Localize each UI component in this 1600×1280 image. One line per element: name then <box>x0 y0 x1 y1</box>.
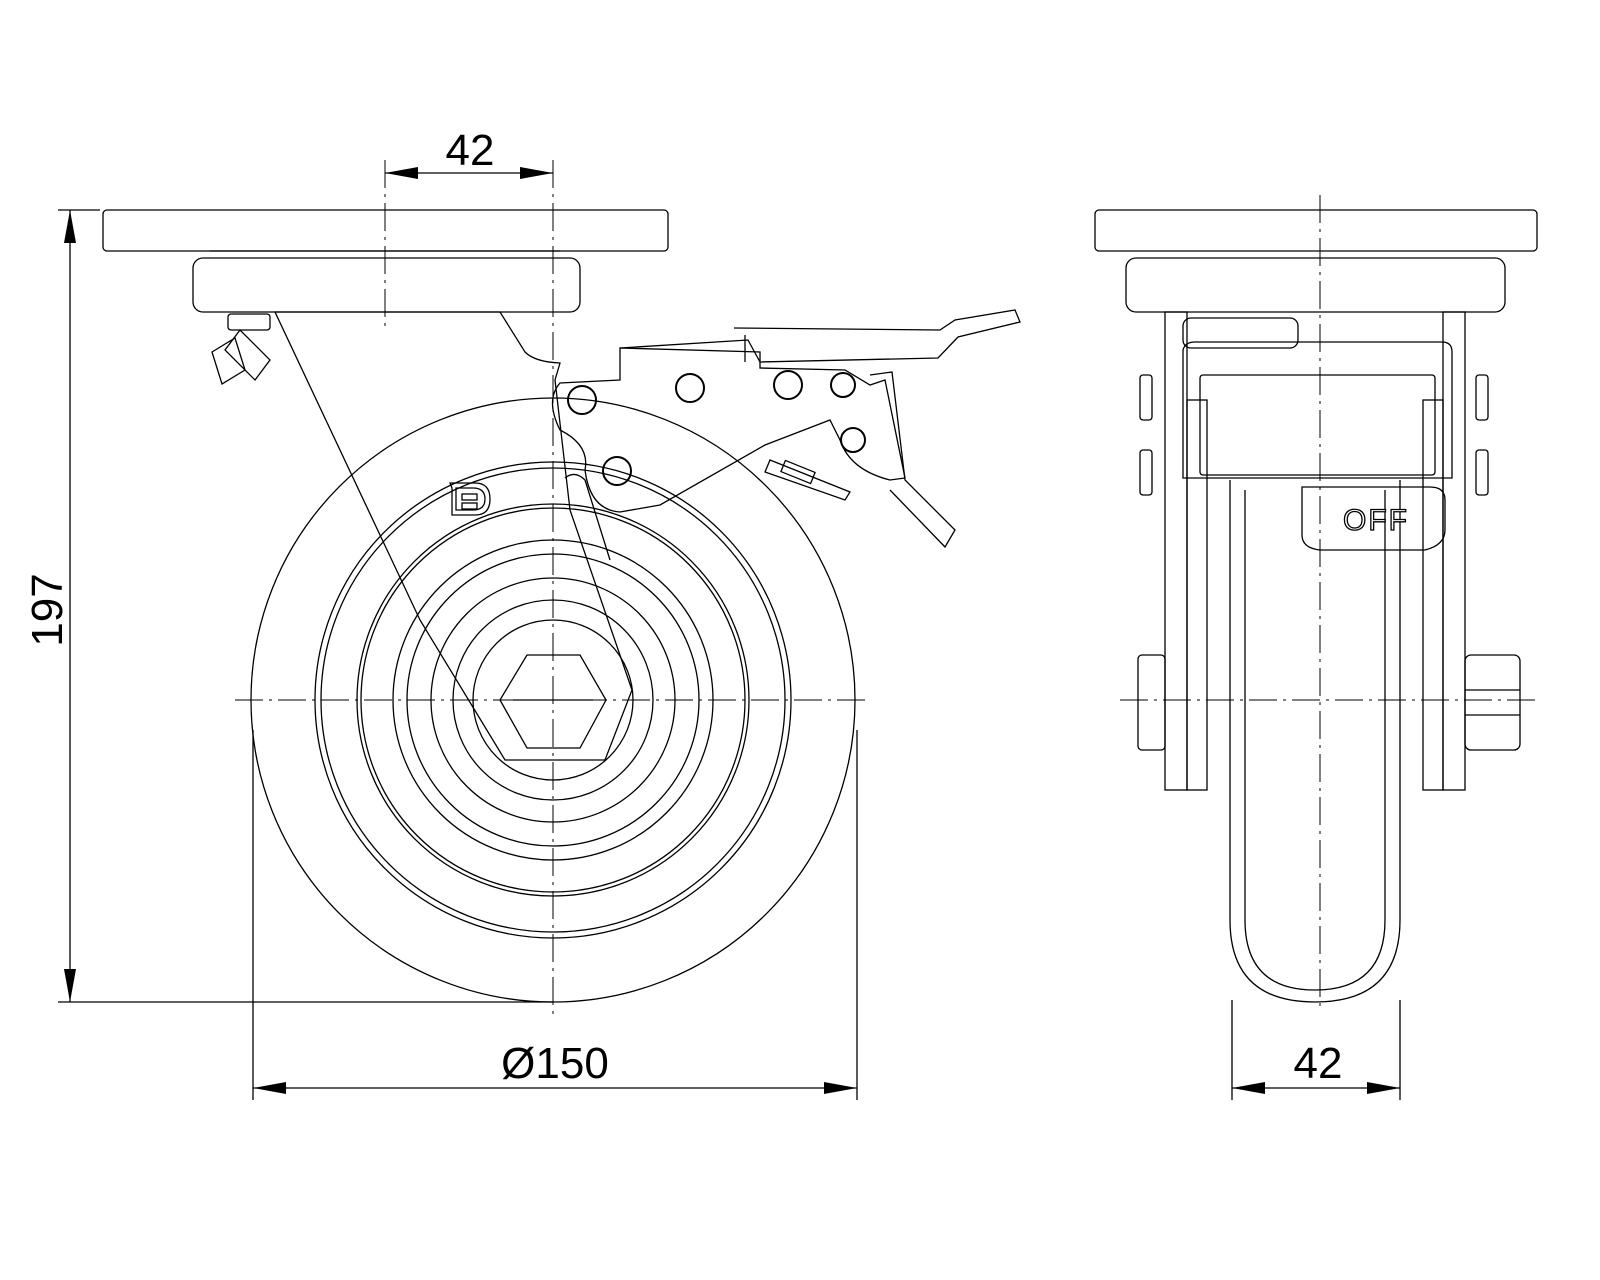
swivel-flange <box>192 257 581 313</box>
side-view: 42 197 Ø150 <box>23 126 1021 1100</box>
dimension-diameter: Ø150 <box>252 730 858 1100</box>
axle-nut-left <box>1137 654 1166 751</box>
front-view: OFF 42 <box>1094 195 1538 1100</box>
dimension-height-label: 197 <box>23 573 72 646</box>
brake-pedal-off: OFF <box>1301 486 1446 551</box>
dimension-height: 197 <box>23 209 553 1003</box>
wheel-front <box>1229 480 1401 1003</box>
rivet <box>830 372 856 398</box>
top-plate-front <box>1094 209 1538 252</box>
rivet <box>567 385 597 415</box>
grease-nipple-icon <box>211 313 271 385</box>
rivet <box>675 373 705 403</box>
axle-nut-right <box>1464 654 1521 751</box>
dimension-width-label: 42 <box>1294 1039 1343 1088</box>
rivet <box>840 427 866 453</box>
brand-logo <box>449 482 491 516</box>
dimension-offset-label: 42 <box>446 126 495 175</box>
rivet <box>773 370 803 400</box>
dimension-diameter-label: Ø150 <box>501 1039 609 1088</box>
brake-label: OFF <box>1343 504 1409 537</box>
dimension-width: 42 <box>1231 1000 1401 1100</box>
swivel-flange-front <box>1125 257 1506 313</box>
fork-leg <box>273 311 633 761</box>
dimension-offset: 42 <box>385 126 553 179</box>
brake-assembly <box>551 309 1021 561</box>
rivet <box>602 456 632 486</box>
